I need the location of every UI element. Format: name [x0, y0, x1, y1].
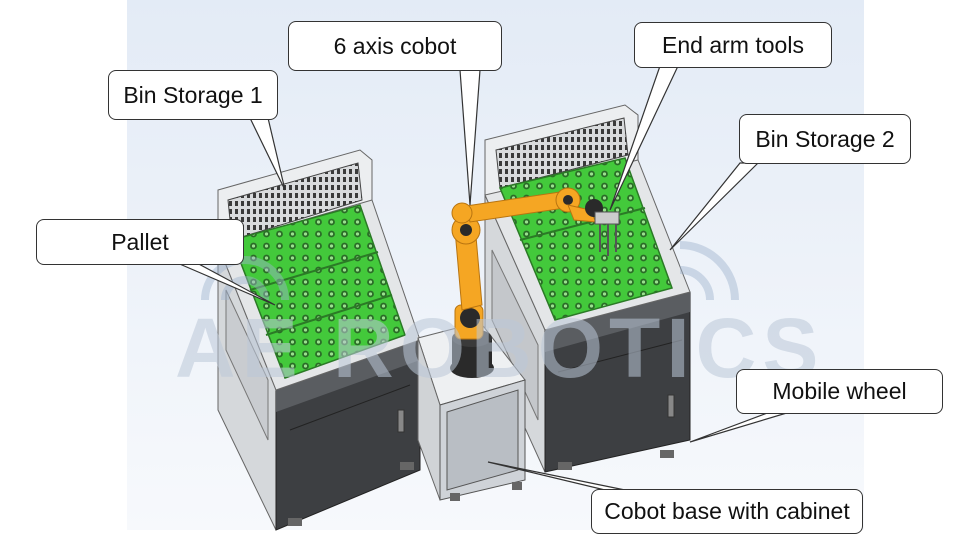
callout-cobot: 6 axis cobot: [288, 21, 502, 71]
callout-cobot-label: 6 axis cobot: [333, 32, 457, 59]
callout-mobile-wheel-label: Mobile wheel: [772, 378, 907, 404]
callout-bin-storage-2-label: Bin Storage 2: [755, 125, 895, 152]
callout-end-arm-tools-label: End arm tools: [662, 31, 804, 58]
callout-bin-storage-2: Bin Storage 2: [739, 114, 911, 164]
callout-bin-storage-1-label: Bin Storage 1: [123, 81, 263, 108]
cobot-arm-graphic: [450, 187, 620, 378]
callout-cobot-base-label: Cobot base with cabinet: [604, 498, 850, 524]
callout-mobile-wheel: Mobile wheel: [736, 369, 943, 414]
callout-pallet-label: Pallet: [111, 228, 169, 255]
callout-pallet: Pallet: [36, 219, 244, 265]
wifi-arcs-icon: [201, 241, 739, 301]
callout-end-arm-tools: End arm tools: [634, 22, 832, 68]
callout-pointers: [174, 65, 791, 491]
callout-cobot-base: Cobot base with cabinet: [591, 489, 863, 534]
callout-bin-storage-1: Bin Storage 1: [108, 70, 278, 120]
watermark-text: AE ROBOTICS: [175, 301, 825, 395]
bin-storage-1-graphic: [217, 149, 421, 531]
